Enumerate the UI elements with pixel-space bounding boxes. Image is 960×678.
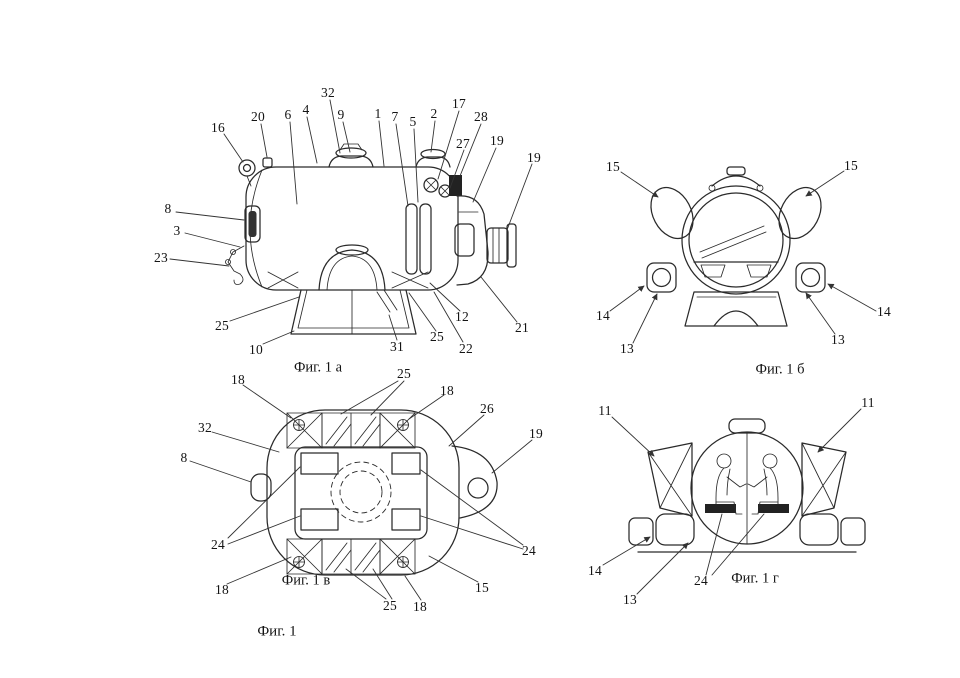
fig1a-ref-label: 7 (391, 109, 399, 124)
fig1a-ref-label: 3 (173, 223, 181, 238)
fig1a-ref-label: 22 (458, 341, 474, 356)
fig1v-leader-lines (189, 380, 533, 601)
fig1a-ref-label: 2 (430, 106, 438, 121)
fig1a-ref-label: 20 (250, 109, 266, 124)
fig1v-ref-label: 24 (210, 537, 226, 552)
fig1g-seated-figures (715, 453, 779, 515)
fig1a-ref-label: 10 (248, 342, 264, 357)
fig1b-ref-label: 14 (595, 308, 611, 323)
fig1b-ref-label: 15 (843, 158, 859, 173)
fig1a-caption: Фиг. 1 а (293, 359, 343, 376)
fig1v-ref-label: 18 (214, 582, 230, 597)
fig1v-ref-label: 25 (396, 366, 412, 381)
fig1a-ref-label: 23 (153, 250, 169, 265)
fig1a-ref-label: 28 (473, 109, 489, 124)
fig1g-caption: Фиг. 1 г (731, 570, 779, 587)
fig1v-ref-label: 19 (528, 426, 544, 441)
fig1v-ref-label: 18 (412, 599, 428, 614)
fig1a-ref-label: 25 (214, 318, 230, 333)
fig1v-caption: Фиг. 1 в (281, 572, 331, 589)
fig1a-ref-label: 27 (455, 136, 471, 151)
fig1a-ref-label: 21 (514, 320, 530, 335)
fig1a-ref-label: 25 (429, 329, 445, 344)
fig1v-ref-label: 24 (521, 543, 537, 558)
fig1v-ref-label: 25 (382, 598, 398, 613)
fig1a-ref-label: 8 (164, 201, 172, 216)
fig1v-ref-label: 8 (180, 450, 188, 465)
fig1g-leader-lines (602, 408, 862, 595)
fig1a-ref-label: 16 (210, 120, 226, 135)
fig1b-ref-label: 13 (830, 332, 846, 347)
fig1g-rear-view-drawing (602, 408, 866, 595)
fig1a-ref-label: 9 (337, 107, 345, 122)
fig1b-caption: Фиг. 1 б (755, 361, 805, 378)
fig1b-ref-label: 14 (876, 304, 892, 319)
fig1v-ref-label: 15 (474, 580, 490, 595)
fig1a-ref-label: 12 (454, 309, 470, 324)
fig1g-ref-label: 11 (598, 403, 612, 418)
fig1a-side-view-drawing (169, 99, 533, 345)
fig1a-ref-label: 6 (284, 107, 292, 122)
fig1v-ref-label: 18 (230, 372, 246, 387)
fig1a-ref-label: 19 (489, 133, 505, 148)
fig1g-ref-label: 13 (622, 592, 638, 607)
fig1g-ref-label: 14 (587, 563, 603, 578)
fig1g-ref-label: 24 (693, 573, 709, 588)
fig1v-top-view-drawing (189, 380, 533, 601)
fig1v-ref-label: 26 (479, 401, 495, 416)
fig1g-ref-label: 11 (861, 395, 875, 410)
fig1a-ref-label: 17 (451, 96, 467, 111)
fig1b-ref-label: 15 (605, 159, 621, 174)
fig1a-ref-label: 5 (409, 114, 417, 129)
fig1a-ref-label: 19 (526, 150, 542, 165)
fig1b-leader-lines (609, 170, 877, 344)
fig1v-ref-label: 18 (439, 383, 455, 398)
fig1a-leader-lines (169, 99, 533, 345)
fig1b-front-view-drawing (609, 166, 877, 344)
fig1b-ref-label: 13 (619, 341, 635, 356)
fig1a-ref-label: 31 (389, 339, 405, 354)
fig1a-ref-label: 32 (320, 85, 336, 100)
fig1a-ref-label: 4 (302, 102, 310, 117)
fig1v-ref-label: 32 (197, 420, 213, 435)
fig1a-ref-label: 1 (374, 106, 382, 121)
figure-main-caption: Фиг. 1 (257, 623, 297, 640)
